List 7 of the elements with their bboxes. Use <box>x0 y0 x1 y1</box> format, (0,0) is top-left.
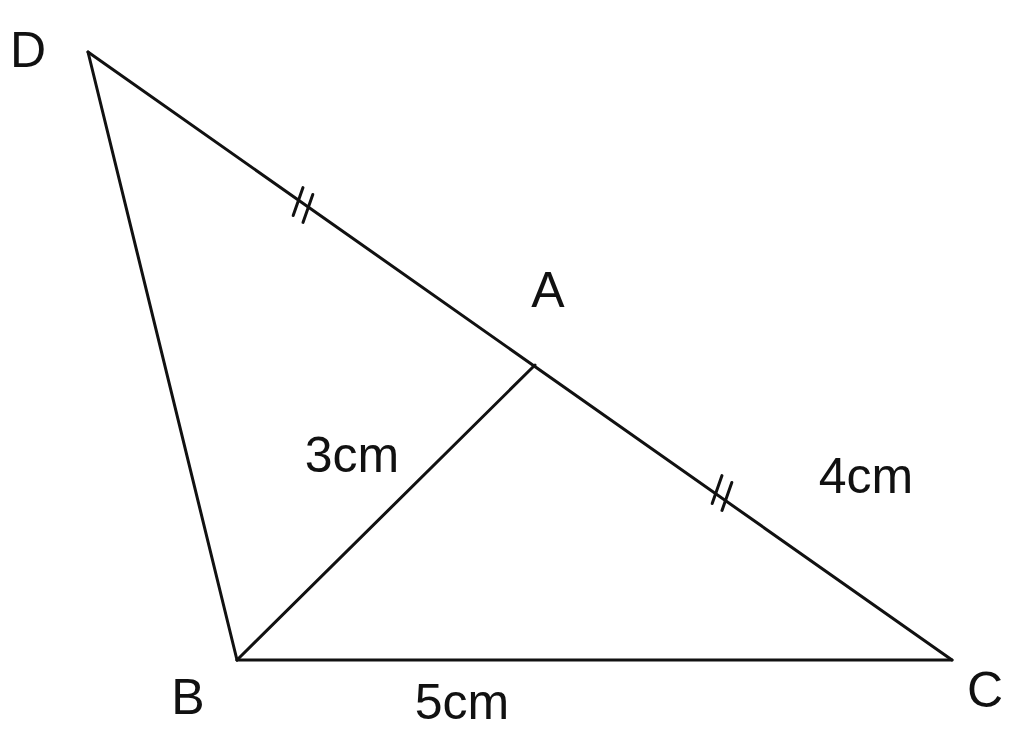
vertex-label: D <box>9 25 47 75</box>
vertex-label: B <box>171 672 205 722</box>
length-label: 3cm <box>304 430 400 480</box>
vertex-label: A <box>531 265 565 315</box>
length-label: 4cm <box>818 451 914 501</box>
vertex-label: C <box>966 665 1004 715</box>
length-label: 5cm <box>414 677 510 727</box>
